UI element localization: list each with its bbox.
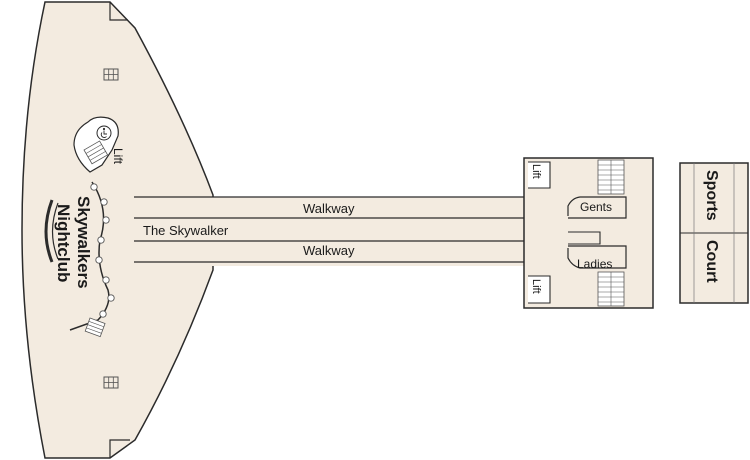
window-icon [103, 376, 119, 389]
nightclub-bar-curve [69, 181, 110, 331]
nightclub-lift-label: Lift [111, 148, 125, 165]
nightclub-name-line1: Skywalkers [74, 196, 93, 289]
stairs-top [597, 159, 625, 195]
dance-floor-arcs [44, 199, 59, 263]
nightclub-name-line2: Nightclub [54, 204, 73, 282]
lift-bottom-label: Lift [530, 279, 542, 294]
window-icon [103, 68, 119, 81]
stairs-bottom [597, 271, 625, 307]
sports-court-label-line2: Court [703, 240, 720, 283]
bar-stools [90, 183, 115, 318]
sports-court[interactable]: Sports Court [679, 162, 749, 304]
the-skywalker-label: The Skywalker [143, 223, 229, 238]
corner-stair-bottom [109, 439, 130, 458]
ladies-room[interactable] [567, 245, 627, 269]
ladies-label: Ladies [577, 257, 612, 271]
sports-court-label-line1: Sports [703, 170, 720, 221]
nightclub-area[interactable]: Lift Skywalkers Nightclub [21, 1, 214, 459]
corridor-background [134, 197, 526, 266]
walkway-top-label: Walkway [303, 201, 355, 216]
corner-stair-top [109, 2, 128, 21]
corridor-band[interactable]: Walkway The Skywalker Walkway [134, 196, 526, 266]
lift-top-label: Lift [530, 164, 542, 179]
walkway-bottom-label: Walkway [303, 243, 355, 258]
stair-steps-top [83, 140, 109, 165]
nightclub-hull [21, 1, 214, 459]
accessible-icon [96, 125, 112, 141]
lift-box-bottom [528, 275, 551, 304]
stair-steps-bottom [84, 317, 106, 338]
gents-label: Gents [580, 200, 612, 214]
lift-box-top [528, 161, 551, 189]
service-block[interactable]: Lift Lift Gents Ladies [523, 157, 654, 309]
restroom-divider [568, 231, 601, 245]
gents-room[interactable] [567, 196, 627, 219]
